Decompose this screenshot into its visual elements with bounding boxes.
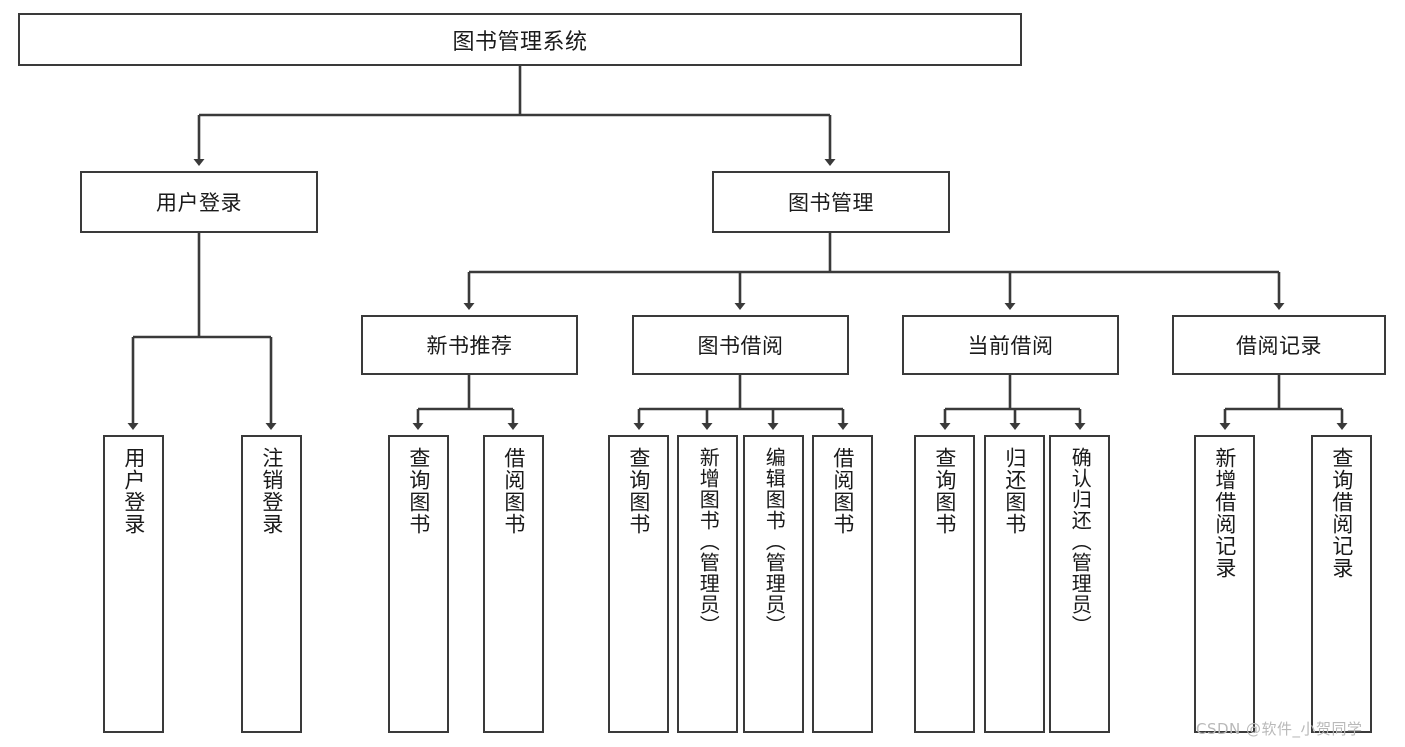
leaf-query-books-recommend[interactable]: 查询图书 [388,435,449,733]
node-label: 查询借阅记录 [1329,447,1354,579]
node-label: 新书推荐 [426,334,513,358]
node-label: 确认归还（管理员） [1068,447,1093,636]
leaf-query-books-borrow[interactable]: 查询图书 [608,435,669,733]
node-root-system[interactable]: 图书管理系统 [18,13,1022,66]
csdn-watermark: CSDN @软件_小贺同学 [1196,720,1363,738]
node-label: 图书管理 [788,191,874,215]
node-label: 图书管理系统 [452,29,588,55]
node-label: 借阅图书 [501,447,526,535]
node-label: 图书借阅 [697,334,784,358]
node-label: 查询图书 [406,447,431,535]
node-label: 查询图书 [932,447,957,535]
leaf-borrow-books[interactable]: 借阅图书 [812,435,873,733]
leaf-borrow-books-recommend[interactable]: 借阅图书 [483,435,544,733]
node-user-login[interactable]: 用户登录 [80,171,318,233]
node-label: 当前借阅 [967,334,1054,358]
leaf-confirm-return-admin[interactable]: 确认归还（管理员） [1049,435,1110,733]
node-new-book-recommend[interactable]: 新书推荐 [361,315,578,375]
node-label: 编辑图书（管理员） [762,447,787,636]
leaf-query-books-current[interactable]: 查询图书 [914,435,975,733]
node-label: 用户登录 [121,447,146,535]
leaf-add-borrow-record[interactable]: 新增借阅记录 [1194,435,1255,733]
leaf-edit-book-admin[interactable]: 编辑图书（管理员） [743,435,804,733]
node-current-borrow[interactable]: 当前借阅 [902,315,1119,375]
leaf-add-book-admin[interactable]: 新增图书（管理员） [677,435,738,733]
node-label: 借阅记录 [1236,334,1322,358]
leaf-user-login[interactable]: 用户登录 [103,435,164,733]
node-label: 用户登录 [156,191,242,215]
node-label: 新增借阅记录 [1212,447,1237,579]
node-book-management[interactable]: 图书管理 [712,171,950,233]
leaf-query-borrow-record[interactable]: 查询借阅记录 [1311,435,1372,733]
leaf-return-books[interactable]: 归还图书 [984,435,1045,733]
leaf-logout[interactable]: 注销登录 [241,435,302,733]
node-label: 查询图书 [626,447,651,535]
node-borrow-record[interactable]: 借阅记录 [1172,315,1386,375]
node-book-borrow[interactable]: 图书借阅 [632,315,849,375]
node-label: 归还图书 [1002,447,1027,535]
node-label: 注销登录 [259,447,284,535]
node-label: 新增图书（管理员） [696,447,721,636]
node-label: 借阅图书 [830,447,855,535]
